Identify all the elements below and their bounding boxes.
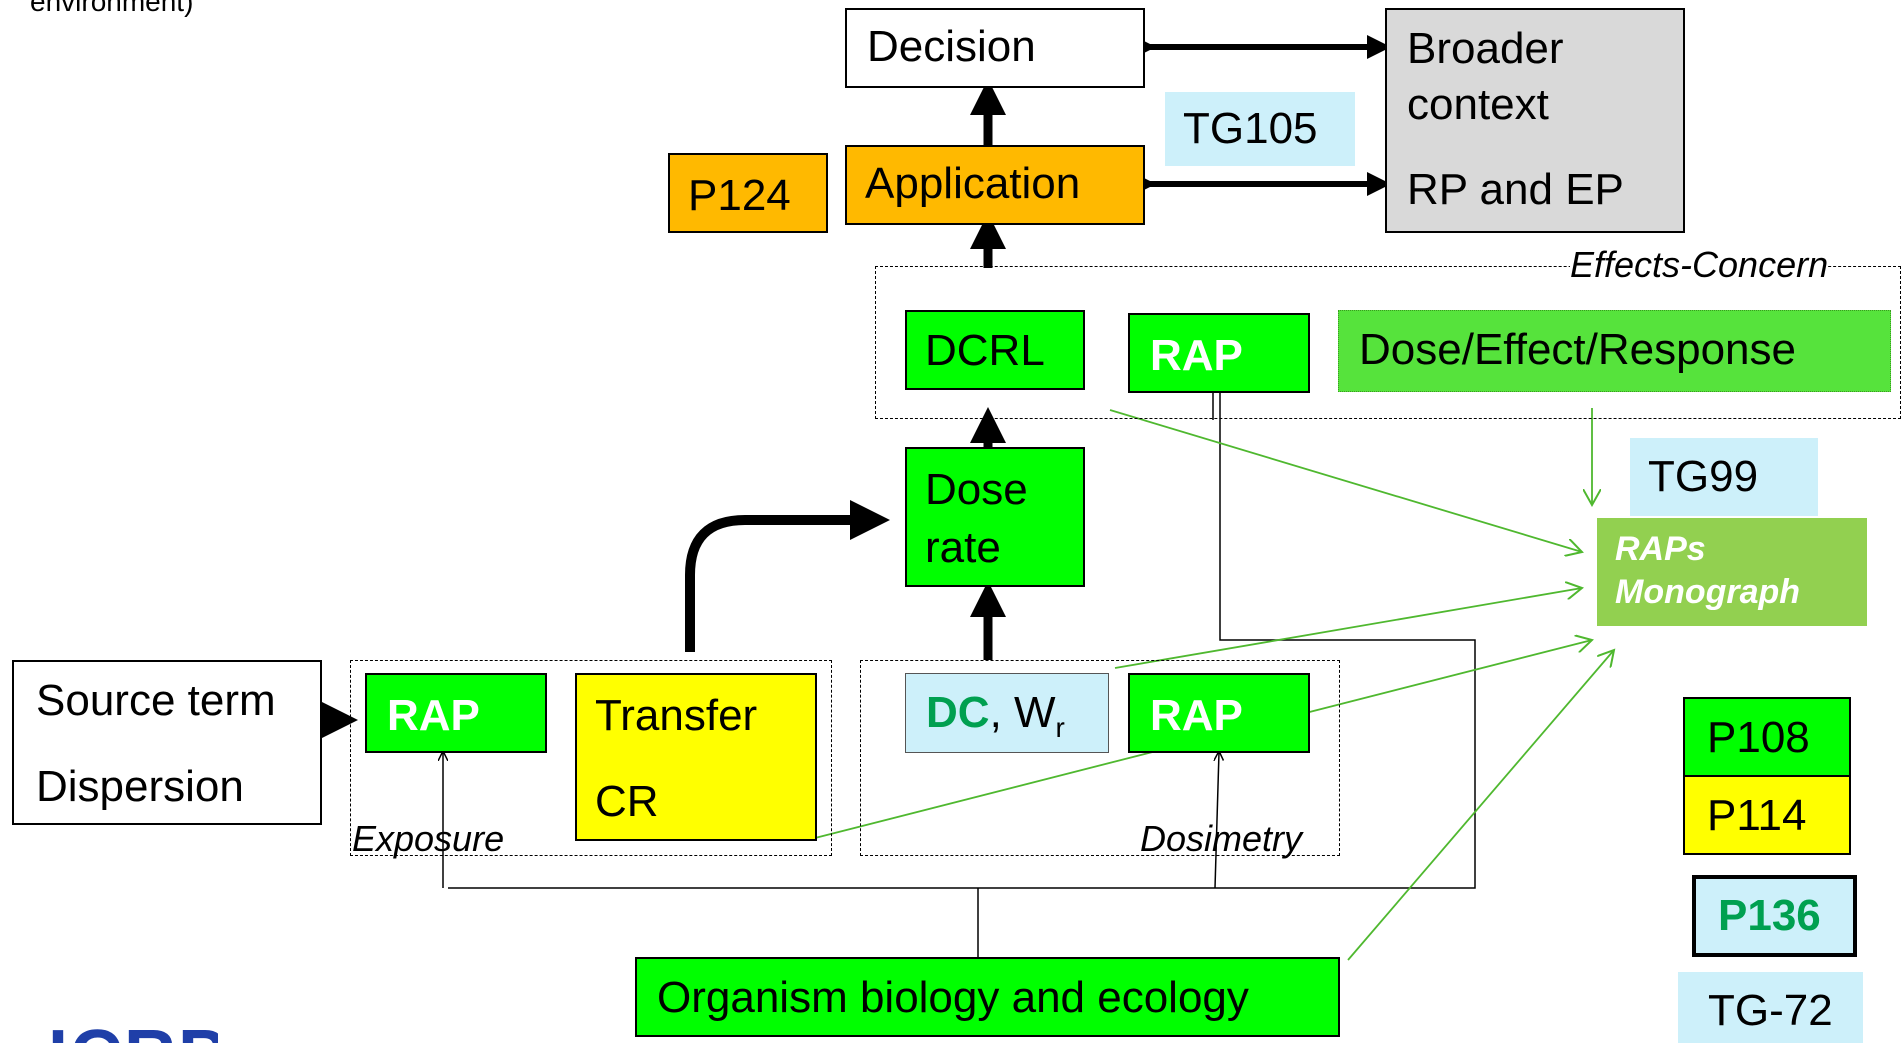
rate-label: rate [925,523,1001,572]
rap-effects-label: RAP [1150,331,1243,380]
organism-box: Organism biology and ecology [635,957,1340,1037]
dose-label: Dose [925,465,1028,514]
context-label: context [1407,80,1549,129]
rap-exposure-box: RAP [365,673,547,753]
transfer-box: Transfer CR [575,673,817,841]
legend-tg72-box: TG-72 [1678,972,1863,1043]
broader-context-box: Broader context RP and EP [1385,8,1685,233]
dcrl-box: DCRL [905,310,1085,390]
icrp-logo-text: ICRP [48,1022,218,1043]
green-arrow-organism [1347,650,1614,961]
arrow-transfer-to-doserate [685,500,890,652]
legend-p108-label: P108 [1707,713,1810,762]
tg99-label: TG99 [1648,452,1759,501]
decision-box: Decision [845,8,1145,88]
exposure-frame [350,660,832,856]
application-label: Application [865,159,1081,208]
dosimetry-label: Dosimetry [1140,818,1303,859]
dose-effect-response-label: Dose/Effect/Response [1359,325,1796,374]
rap-dosimetry-box: RAP [1128,673,1310,753]
dc-wr-label: DC, Wr [926,688,1065,744]
application-box: Application [845,145,1145,225]
effects-concern-label: Effects-Concern [1570,244,1829,286]
p124-label: P124 [688,171,791,220]
green-arrow-dcrl [1109,409,1582,552]
source-term-label: Source term [36,676,276,725]
dcrl-label: DCRL [925,326,1045,375]
wr-sep: , W [989,688,1056,737]
legend-tg72-label: TG-72 [1708,986,1833,1035]
line-to-rap-dosimetry [1215,752,1219,889]
broader-label: Broader [1407,24,1564,73]
wr-subscript: r [1055,711,1065,743]
cr-label: CR [595,777,659,826]
transfer-label: Transfer [595,691,758,740]
legend-p114-box: P114 [1683,775,1851,855]
rp-ep-label: RP and EP [1407,165,1624,214]
top-partial-text: environment) [30,0,194,17]
legend-p136-label: P136 [1718,891,1821,940]
legend-p136-box: P136 [1692,875,1857,957]
organism-label: Organism biology and ecology [657,973,1249,1022]
rap-dosimetry-label: RAP [1150,691,1243,740]
exposure-label: Exposure [352,818,505,859]
legend-p108-box: P108 [1683,697,1851,777]
legend-p114-label: P114 [1707,791,1807,840]
dose-effect-response-box: Dose/Effect/Response [1338,310,1891,392]
tg99-box: TG99 [1630,438,1818,516]
raps-monograph-box: RAPs Monograph [1597,518,1867,626]
tg105-label: TG105 [1183,104,1318,153]
dosimetry-frame [860,660,1340,856]
line-organism-branch [448,390,1476,889]
green-arrow-dc [1114,588,1582,669]
dose-rate-box: Dose rate [905,447,1085,587]
tg105-box: TG105 [1165,92,1355,166]
monograph-label: Monograph [1615,573,1801,611]
dc-label: DC [926,688,990,737]
rap-exposure-label: RAP [387,691,480,740]
raps-label: RAPs [1615,530,1706,568]
source-term-box: Source term Dispersion [12,660,322,825]
dispersion-label: Dispersion [36,762,244,811]
rap-effects-box: RAP [1128,313,1310,393]
decision-label: Decision [867,22,1036,71]
p124-box: P124 [668,153,828,233]
dc-wr-box: DC, Wr [905,673,1109,753]
icrp-logo: ICRP [48,1022,218,1043]
